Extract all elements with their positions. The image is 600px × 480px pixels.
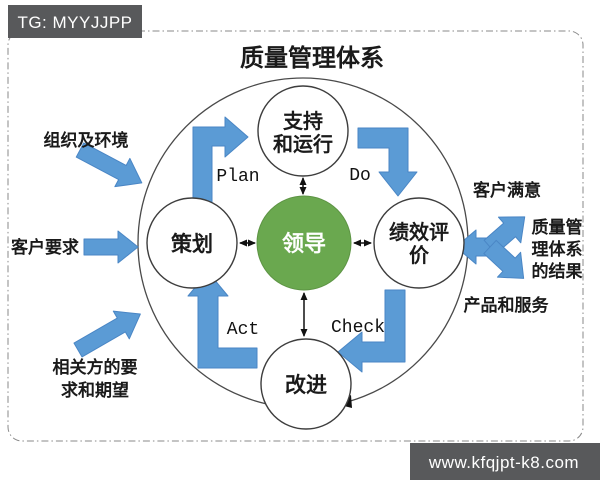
watermark-banner-bottom-right: [410, 443, 600, 480]
label-act: Act: [227, 320, 259, 340]
label-support-line2: 和运行: [273, 132, 333, 156]
label-parties-line1: 相关方的要: [53, 357, 138, 377]
blue-arrows: [73, 116, 526, 373]
label-qms-results-line3: 的结果: [532, 261, 583, 281]
label-organization: 组织及环境: [44, 130, 129, 150]
label-performance-line1: 绩效评: [389, 220, 449, 244]
label-products-services: 产品和服务: [464, 295, 550, 315]
label-check: Check: [331, 318, 385, 338]
input-arrow-customer-icon: [83, 230, 139, 264]
satellite-circle-performance: [373, 197, 465, 289]
satellite-circle-planning: [146, 197, 238, 289]
label-support-line1: 支持: [283, 109, 323, 133]
label-planning: 策划: [171, 232, 213, 256]
label-leadership: 领导: [282, 231, 326, 256]
label-customer-requirements: 客户要求: [10, 237, 79, 257]
label-parties-line2: 求和期望: [61, 380, 129, 400]
center-circle-leadership: [256, 195, 352, 291]
check-arrow-icon: [337, 289, 406, 373]
output-arrow-down-prong-icon: [483, 239, 525, 279]
watermark-text-bottom-right: www.kfqjpt-k8.com: [428, 453, 579, 472]
label-performance-line2: 价: [409, 244, 430, 267]
label-plan: Plan: [216, 167, 259, 187]
label-improvement: 改进: [285, 373, 327, 397]
input-arrow-parties-icon: [73, 310, 141, 358]
label-customer-satisfaction: 客户满意: [472, 180, 541, 200]
watermark-banner-top-left: [8, 5, 142, 38]
watermark-text-top-left: TG: MYYJJPP: [17, 13, 132, 32]
diagram-title: 质量管理体系: [240, 44, 384, 72]
input-arrow-organization-icon: [75, 142, 143, 188]
satellite-circle-support: [257, 85, 349, 177]
satellite-circle-improvement: [260, 338, 352, 430]
dashed-border: [7, 30, 584, 442]
label-do: Do: [349, 166, 371, 186]
plan-arrow-icon: [192, 116, 249, 211]
center-connectors: [239, 177, 372, 337]
label-qms-results-line1: 质量管: [532, 217, 583, 237]
do-arrow-icon: [357, 127, 418, 197]
label-qms-results-line2: 理体系: [532, 239, 583, 259]
